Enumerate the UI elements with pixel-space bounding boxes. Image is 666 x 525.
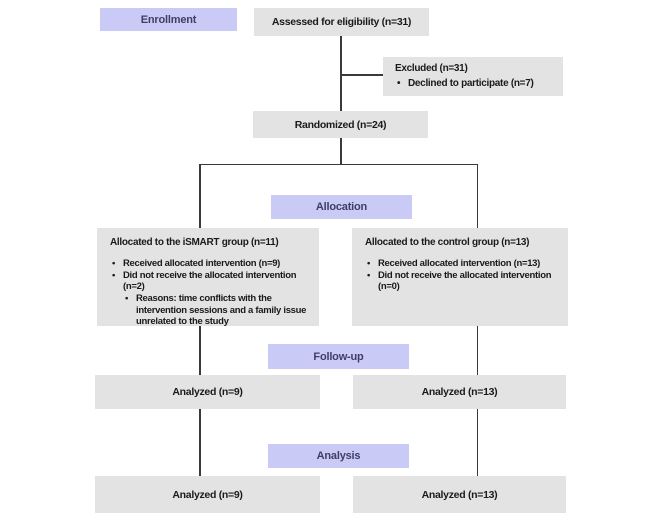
analysis-ismart-box: Analyzed (n=9) <box>95 476 320 513</box>
excluded-title: Excluded (n=31) <box>395 63 468 74</box>
allocated-ismart-bullet-text: Received allocated intervention (n=9) <box>123 258 281 270</box>
analysis-ismart-title: Analyzed (n=9) <box>172 488 243 501</box>
assessed-title: Assessed for eligibility (n=31) <box>271 16 412 28</box>
connector-split-to-control <box>476 163 478 229</box>
connector-control-to-analysis <box>476 409 478 476</box>
allocated-ismart-title: Allocated to the iSMART group (n=11) <box>110 237 279 248</box>
allocated-control-title: Allocated to the control group (n=13) <box>365 237 530 248</box>
allocated-ismart-sub-bullet: • Reasons: time conflicts with the inter… <box>123 293 313 328</box>
bullet-marker: • <box>112 258 116 270</box>
stage-label-followup: Follow-up <box>268 344 409 369</box>
excluded-box: Excluded (n=31) • Declined to participat… <box>383 57 563 96</box>
connector-ismart-to-followup <box>199 326 201 375</box>
allocated-ismart-bullet: • Received allocated intervention (n=9) <box>110 258 313 270</box>
connector-randomized-to-split <box>340 138 342 165</box>
allocated-control-bullet: • Did not receive the allocated interven… <box>365 270 562 293</box>
excluded-bullet: • Declined to participate (n=7) <box>395 78 555 91</box>
allocated-control-bullet-text: Did not receive the allocated interventi… <box>378 269 552 293</box>
bullet-marker: • <box>397 77 401 89</box>
stage-label-allocation: Allocation <box>271 195 412 219</box>
allocated-ismart-bullet-text: Did not receive the allocated interventi… <box>123 269 297 293</box>
bullet-marker: • <box>367 269 371 281</box>
allocated-control-bullet: • Received allocated intervention (n=13) <box>365 258 562 270</box>
followup-control-title: Analyzed (n=13) <box>421 386 498 398</box>
analysis-control-title: Analyzed (n=13) <box>421 488 498 501</box>
allocated-ismart-box: Allocated to the iSMART group (n=11) • R… <box>97 228 319 328</box>
followup-control-box: Analyzed (n=13) <box>353 375 566 409</box>
allocated-ismart-bullet: • Did not receive the allocated interven… <box>110 270 313 293</box>
connector-split-horizontal <box>199 163 478 165</box>
excluded-bullet-text: Declined to participate (n=7) <box>408 77 534 89</box>
stage-label-analysis: Analysis <box>268 444 409 468</box>
analysis-control-box: Analyzed (n=13) <box>353 476 566 513</box>
connector-ismart-to-analysis <box>199 409 201 476</box>
assessed-box: Assessed for eligibility (n=31) <box>254 8 429 36</box>
allocated-ismart-sub-bullet-text: Reasons: time conflicts with the interve… <box>136 292 307 328</box>
randomized-box: Randomized (n=24) <box>253 111 428 138</box>
allocated-control-box: Allocated to the control group (n=13) • … <box>352 228 568 326</box>
connector-assessed-to-randomized <box>340 36 342 111</box>
followup-ismart-title: Analyzed (n=9) <box>172 386 243 398</box>
bullet-marker: • <box>367 258 371 270</box>
stage-label-enrollment: Enrollment <box>100 8 237 31</box>
allocated-control-bullet-text: Received allocated intervention (n=13) <box>378 258 541 270</box>
connector-split-to-ismart <box>199 163 201 229</box>
randomized-title: Randomized (n=24) <box>294 118 387 131</box>
followup-ismart-box: Analyzed (n=9) <box>95 375 320 409</box>
bullet-marker: • <box>125 292 129 304</box>
connector-to-excluded <box>340 74 383 76</box>
bullet-marker: • <box>112 269 116 281</box>
connector-control-to-followup <box>476 326 478 375</box>
